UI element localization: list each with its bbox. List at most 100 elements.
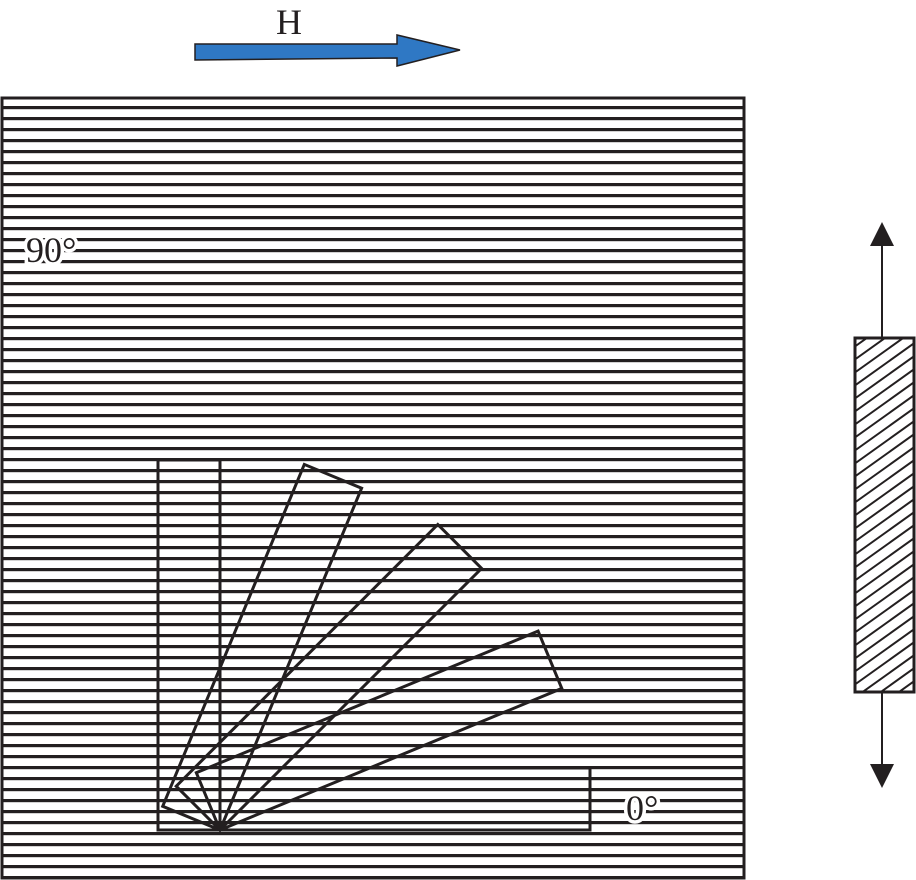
plate-stripe <box>2 645 744 649</box>
plate-stripe <box>2 194 744 198</box>
plate-stripe <box>2 568 744 572</box>
plate-stripe <box>2 293 744 297</box>
plate-stripe <box>2 733 744 737</box>
plate-stripe <box>2 557 744 561</box>
plate-stripe <box>2 678 744 682</box>
plate-stripe <box>2 337 744 341</box>
specimen-hatch-line <box>855 338 869 348</box>
plate-stripe <box>2 238 744 242</box>
plate-stripe <box>2 139 744 143</box>
specimen-hatch-line <box>855 394 914 439</box>
plate-stripe <box>2 821 744 825</box>
specimen-hatch-line <box>855 641 914 686</box>
plate-stripe <box>2 832 744 836</box>
plate-stripe <box>2 447 744 451</box>
double-headed-vertical-arrow-icon <box>870 222 894 788</box>
specimen-hatch-line <box>855 524 914 569</box>
plate-stripe <box>2 480 744 484</box>
plate-stripe <box>2 150 744 154</box>
plate-stripe <box>2 359 744 363</box>
specimen-hatch-line <box>897 680 914 692</box>
plate-stripe <box>2 854 744 858</box>
plate-stripe <box>2 414 744 418</box>
specimen-hatch-line <box>855 550 914 595</box>
plate-stripe <box>2 326 744 330</box>
specimen-hatch-line <box>855 420 914 465</box>
plate-stripe <box>2 689 744 693</box>
specimen-hatch-line <box>855 472 914 517</box>
angle-label-90: 90° <box>26 230 76 270</box>
plate-stripe <box>2 183 744 187</box>
plate-stripe <box>2 634 744 638</box>
plate-stripe <box>2 161 744 165</box>
specimen-hatch-line <box>855 498 914 543</box>
specimen-outline-0deg <box>218 766 592 832</box>
specimen-outline-90deg <box>156 458 222 832</box>
specimen-hatch-line <box>855 602 914 647</box>
plate-stripe <box>2 425 744 429</box>
plate-stripe <box>2 117 744 121</box>
right-arrow-icon <box>194 34 461 67</box>
specimen-hatching <box>855 338 914 692</box>
plate-stripe <box>2 656 744 660</box>
plate-stripe <box>2 216 744 220</box>
specimen-hatch-line <box>879 667 914 692</box>
specimen-outline-45deg <box>174 522 484 833</box>
specimen-hatch-line <box>855 628 914 673</box>
plate-stripe <box>2 810 744 814</box>
plate-stripe <box>2 304 744 308</box>
plate-stripe <box>2 282 744 286</box>
specimen-hatch-line <box>860 654 914 692</box>
plate-stripe <box>2 205 744 209</box>
plate-stripe <box>2 667 744 671</box>
hatched-specimen <box>853 336 916 694</box>
plate-stripe <box>2 392 744 396</box>
plate-stripe <box>2 271 744 275</box>
specimen-hatch-line <box>855 511 914 556</box>
specimen-hatch-line <box>855 446 914 491</box>
specimen-hatch-line <box>855 433 914 478</box>
specimen-set <box>156 458 592 833</box>
plate-stripe <box>2 700 744 704</box>
plate-stripe <box>2 172 744 176</box>
specimen-hatch-line <box>855 485 914 530</box>
plate-stripe <box>2 722 744 726</box>
plate-stripe <box>2 106 744 110</box>
plate-stripe <box>2 865 744 869</box>
plate-stripe <box>2 744 744 748</box>
plate-stripe <box>2 799 744 803</box>
specimen-hatch-line <box>855 589 914 634</box>
plate-stripe <box>2 403 744 407</box>
specimen-hatch-line <box>855 368 914 413</box>
field-label: H <box>276 2 302 42</box>
plate-stripe <box>2 491 744 495</box>
plate-stripe <box>2 843 744 847</box>
plate-stripe <box>2 546 744 550</box>
specimen-hatch-line <box>855 342 914 387</box>
plate-stripe <box>2 436 744 440</box>
plate-stripe <box>2 458 744 462</box>
plate-stripe <box>2 777 744 781</box>
plate-stripe <box>2 524 744 528</box>
plate-stripe <box>2 381 744 385</box>
specimen-outline-67-5deg <box>160 462 364 832</box>
plate-stripe <box>2 513 744 517</box>
angle-label-0: 0° <box>626 788 658 828</box>
specimen-hatch-line <box>855 407 914 452</box>
plate-stripe <box>2 755 744 759</box>
specimen-hatch-line <box>855 381 914 426</box>
plate-hatching <box>2 106 744 878</box>
plate-stripe <box>2 579 744 583</box>
specimen-hatch-line <box>855 459 914 504</box>
plate-stripe <box>2 711 744 715</box>
specimen-hatch-line <box>855 576 914 621</box>
specimen-outline-22-5deg <box>194 629 564 832</box>
plate-stripe <box>2 128 744 132</box>
plate-stripe <box>2 590 744 594</box>
plate-stripe <box>2 535 744 539</box>
specimen-hatch-line <box>855 338 905 374</box>
specimen-hatch-line <box>855 615 914 660</box>
plate-stripe <box>2 227 744 231</box>
plate-stripe <box>2 601 744 605</box>
